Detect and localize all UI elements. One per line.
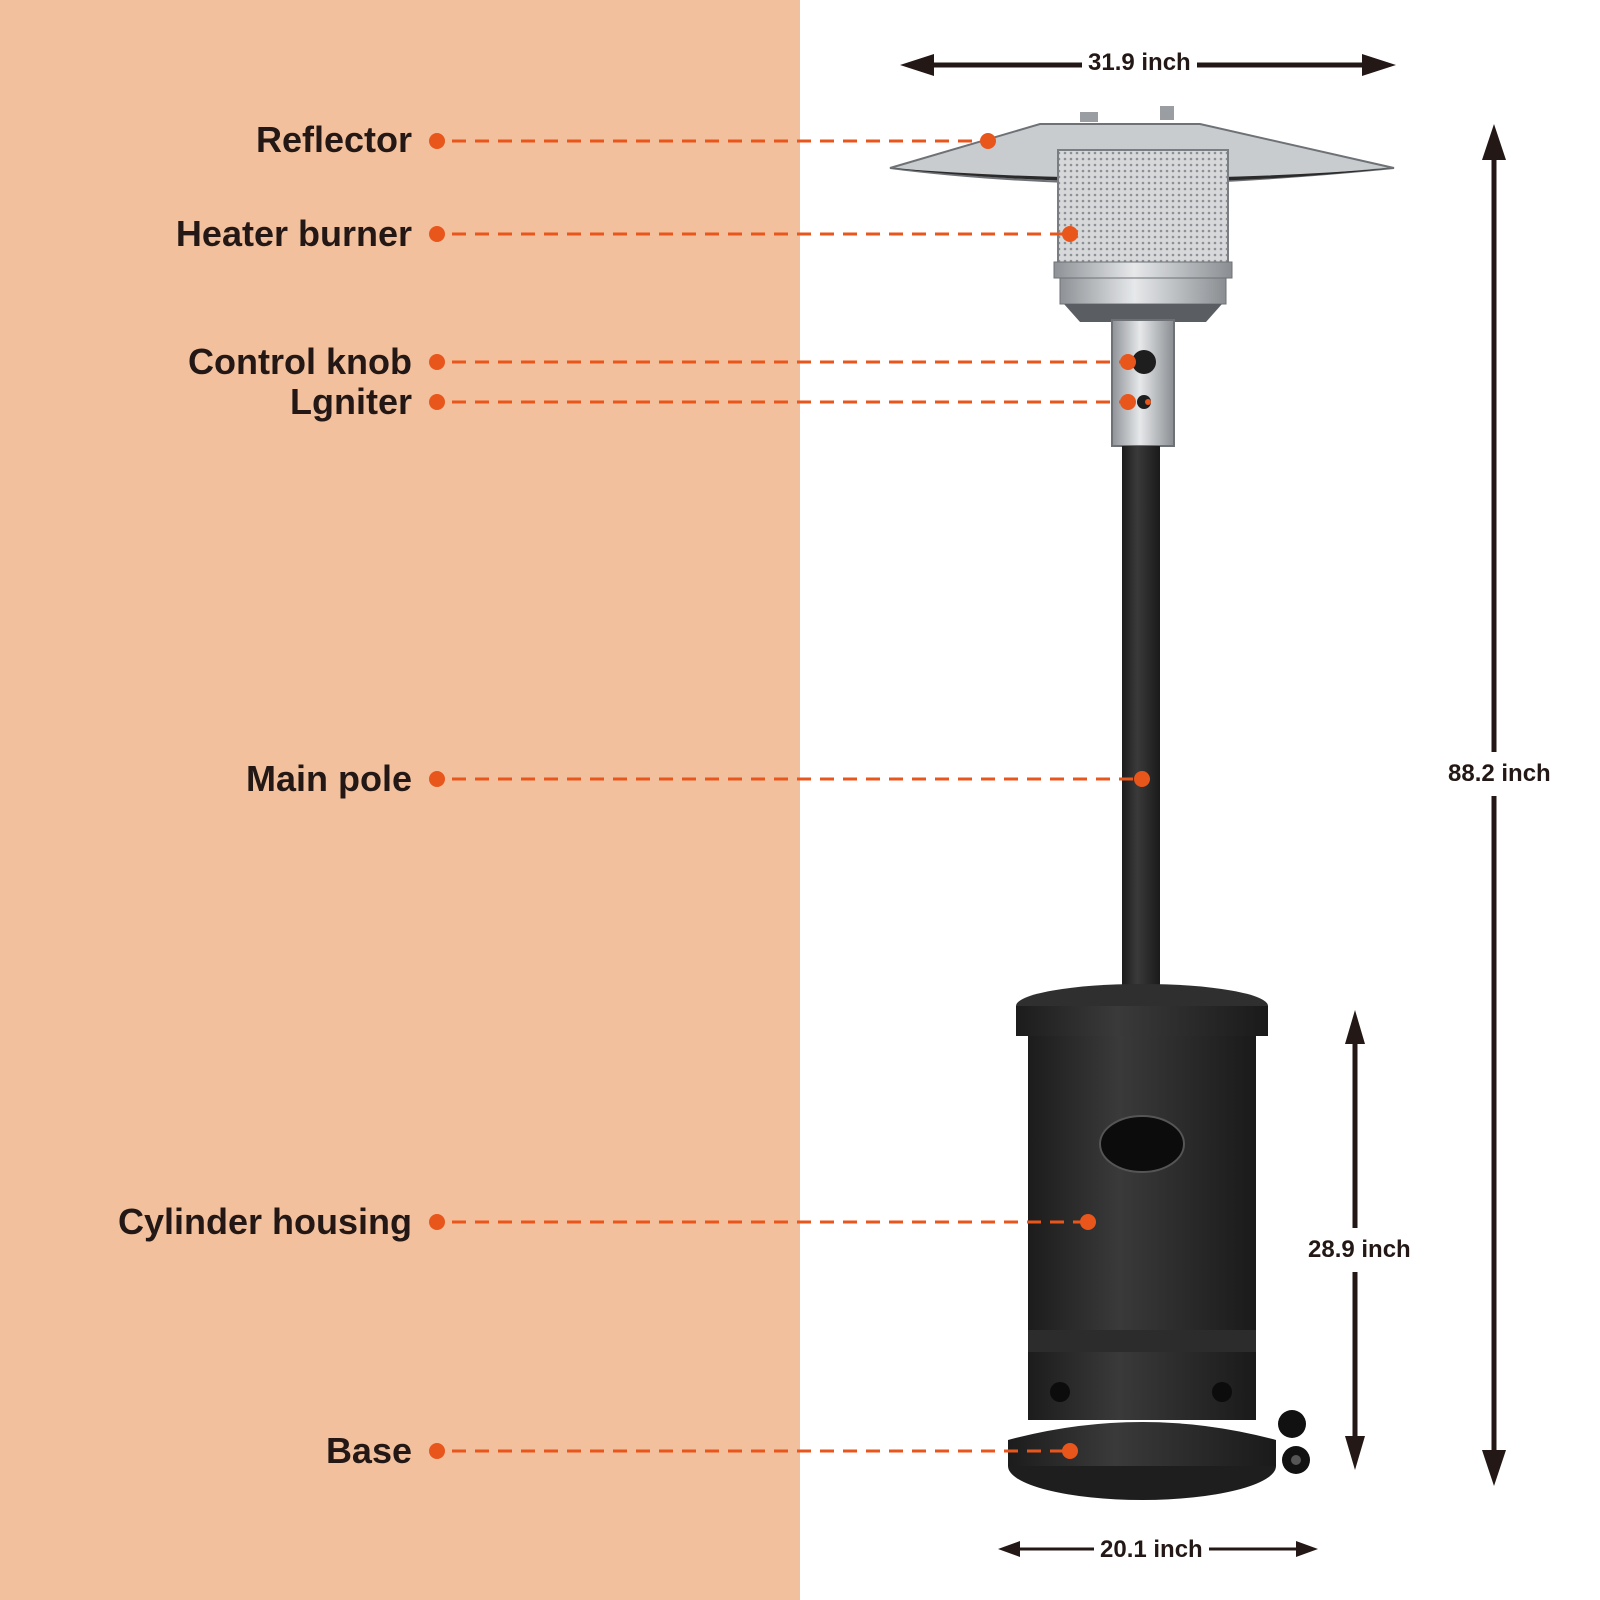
label-base: Base xyxy=(325,1430,412,1471)
control-knob-shape xyxy=(1132,350,1156,374)
main-pole-shape xyxy=(1122,446,1160,1006)
dimension-total-height: 88.2 inch xyxy=(1442,752,1557,796)
heater-burner-shape xyxy=(1053,149,1233,322)
label-reflector: Reflector xyxy=(255,119,412,160)
label-igniter: Lgniter xyxy=(290,381,412,422)
label-control-knob: Control knob xyxy=(188,341,412,382)
dimension-base-width: 20.1 inch xyxy=(1094,1538,1209,1562)
dimension-housing-height: 28.9 inch xyxy=(1302,1228,1417,1272)
igniter-shape xyxy=(1137,395,1151,409)
label-main-pole: Main pole xyxy=(245,758,412,799)
left-label-panel xyxy=(0,0,800,1600)
dimension-top-width: 31.9 inch xyxy=(1082,51,1197,75)
label-heater-burner: Heater burner xyxy=(175,213,412,254)
control-column-shape xyxy=(1111,319,1175,447)
label-cylinder-housing: Cylinder housing xyxy=(117,1201,412,1242)
cylinder-housing-shape xyxy=(1016,984,1268,1420)
leader-dots xyxy=(429,133,1150,1459)
leader-lines xyxy=(452,139,1140,1453)
base-shape xyxy=(1008,1410,1310,1500)
